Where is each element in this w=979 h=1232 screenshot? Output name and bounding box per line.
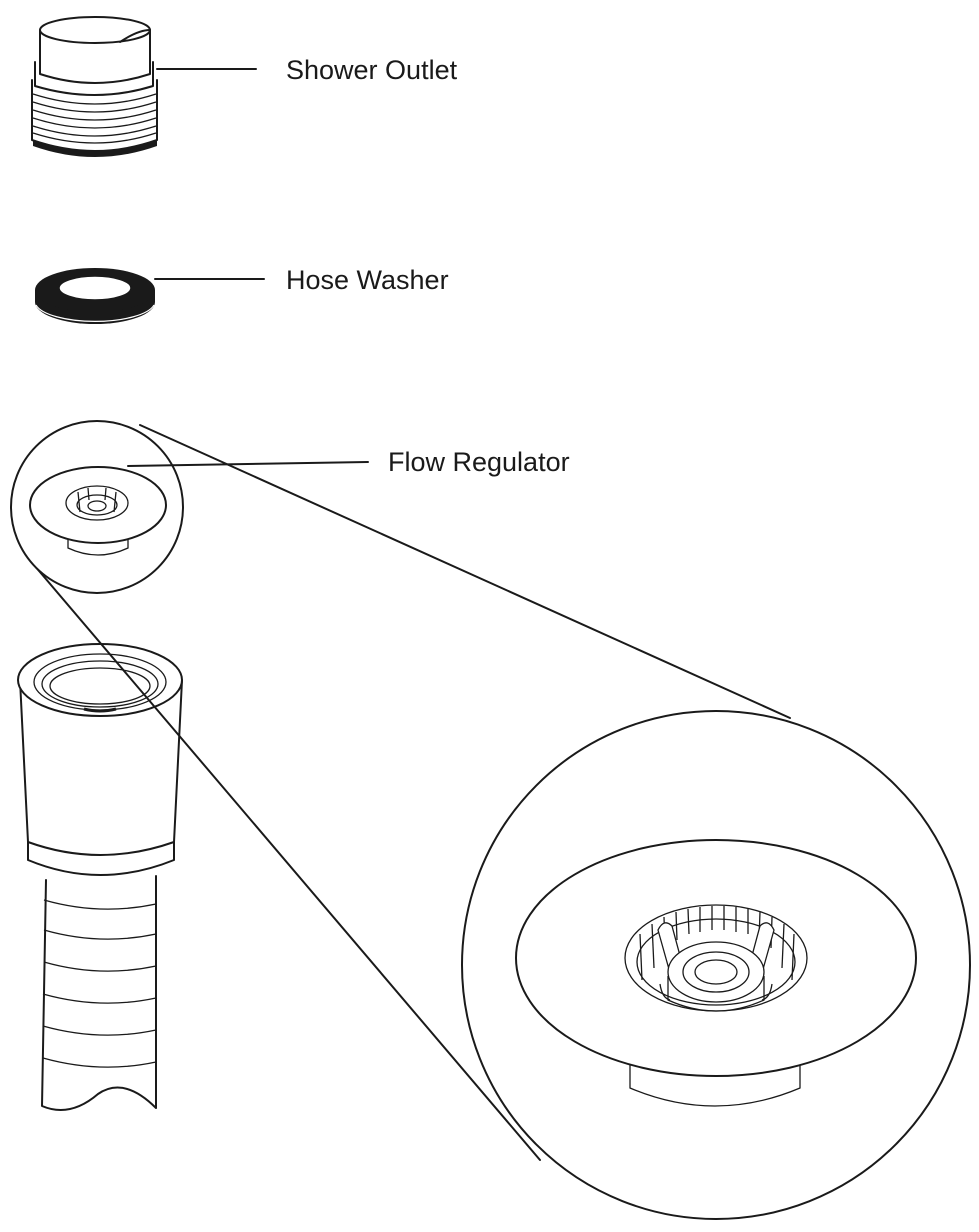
flow-regulator-small <box>29 466 167 556</box>
flow-regulator-label: Flow Regulator <box>388 447 570 477</box>
hose-washer-part <box>35 268 155 324</box>
flow-regulator-leader-line <box>127 461 369 467</box>
shower-outlet-label: Shower Outlet <box>286 55 458 85</box>
flow-regulator-magnified <box>515 839 917 1107</box>
shower-outlet-part <box>31 16 158 157</box>
hose-part <box>17 643 183 1111</box>
hose-washer-label: Hose Washer <box>286 265 449 295</box>
magnifier-callout <box>10 420 971 1220</box>
